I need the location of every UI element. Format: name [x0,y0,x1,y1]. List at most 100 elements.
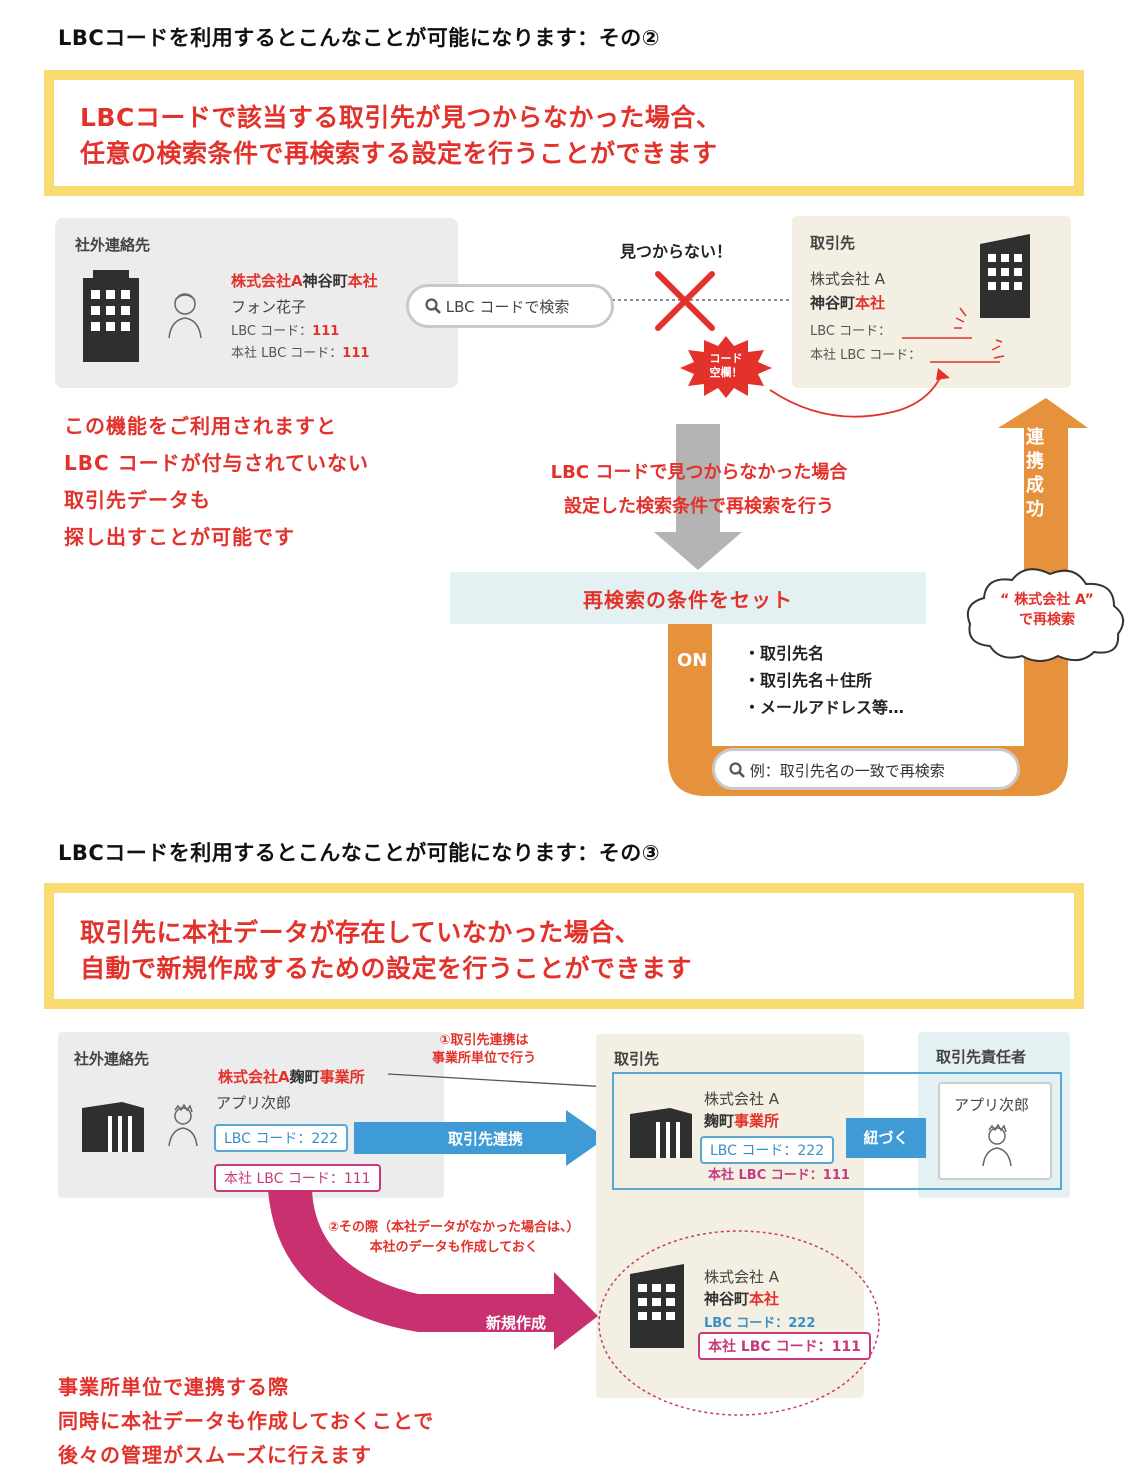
conditions-list: ・取引先名 ・取引先名＋住所 ・メールアドレス等… [744,640,904,721]
success-label: 連携成功 [1026,427,1044,520]
lbc-code-value: 111 [312,324,340,339]
building-icon [83,270,139,362]
company-location: 麹町 [289,1068,320,1086]
right-company-location: 神谷町本社 [810,292,885,313]
center-line: LBC コードで見つからなかった場合 [550,462,848,483]
panel-title: 取引先 [614,1050,660,1068]
search-pill-label: LBC コードで検索 [445,298,570,316]
spark-icon [954,307,1005,359]
note1-line: ①取引先連携は [439,1033,529,1048]
building-icon [82,1102,144,1152]
person-name: フォン花子 [231,298,307,316]
company-name: 株式会社A神谷町本社 [231,270,378,291]
lbc-code-box: LBC コード：222 [214,1124,349,1152]
section2-callout: LBCコードで該当する取引先が見つからなかった場合、 任意の検索条件で再検索する… [44,70,1084,196]
company-hq: 本社 [347,272,378,290]
new-hq-ellipse [598,1230,880,1416]
person-name: アプリ次郎 [216,1094,292,1112]
not-found-label: 見つからない！ [620,242,733,261]
lbc-search-pill: LBC コードで検索 [406,284,614,328]
person-icon [168,1103,198,1147]
new-hq: 本社 [749,1290,780,1308]
new-lbc-code: LBC コード：222 [704,1316,816,1331]
section3-benefit: 事業所単位で連携する際 同時に本社データも作成しておくことで 後々の管理がスムー… [58,1370,434,1472]
search-icon [729,762,745,778]
callout-line: 自動で新規作成するための設定を行うことができます [80,954,693,983]
note2-line: ②その際（本社データがなかった場合は、） [328,1220,580,1235]
link-outline [612,1072,1062,1190]
panel-title: 取引先責任者 [936,1048,1027,1066]
callout-line: LBCコードで該当する取引先が見つからなかった場合、 [80,103,722,132]
person-icon [168,293,202,339]
panel-title: 取引先 [810,234,856,252]
cloud-text: “ 株式会社 A” で再検索 [980,590,1114,630]
center-line: 設定した検索条件で再検索を行う [564,496,834,517]
condition-item: ・取引先名 [744,644,825,663]
cloud-line: で再検索 [1019,612,1075,628]
building-icon [630,1264,684,1348]
hq-lbc-code-value: 111 [342,346,370,361]
note2-line: 本社のデータも作成しておく [369,1240,538,1255]
create-label: 新規作成 [486,1314,547,1332]
section2-benefit: この機能をご利用されますと LBC コードが付与されていない 取引先データも 探… [64,408,369,556]
owner-name: アプリ次郎 [954,1096,1030,1114]
empty-code-lines [902,337,1000,363]
right-company: 株式会社 A [810,270,886,288]
cloud-line: “ 株式会社 A” [1000,592,1094,608]
company-location: 神谷町 [302,272,348,290]
company-prefix: 株式会社A [218,1068,290,1086]
note1: ①取引先連携は 事業所単位で行う [432,1032,536,1068]
code-empty-text: コード 空欄！ [690,352,762,380]
company-prefix: 株式会社A [231,272,303,290]
account-panel: 取引先 株式会社 A 神谷町本社 LBC コード： 本社 LBC コード： [792,216,1071,388]
note1-line: 事業所単位で行う [432,1051,537,1066]
section3-heading: LBCコードを利用するとこんなことが可能になります：その③ [58,841,661,865]
tie-box: 紐づく [846,1118,926,1158]
section3-callout: 取引先に本社データが存在していなかった場合、 自動で新規作成するための設定を行う… [44,883,1084,1009]
panel-title: 社外連絡先 [74,1050,150,1068]
code-empty-line: コード [709,352,743,365]
search-icon [425,298,441,314]
company-office: 事業所 [319,1068,365,1086]
benefit-line: 事業所単位で連携する際 [58,1375,289,1399]
cloud-icon [966,568,1125,662]
panel-title: 社外連絡先 [75,236,151,254]
orange-u-arrow [668,398,1088,796]
benefit-line: この機能をご利用されますと [64,414,337,438]
code-empty-line: 空欄！ [709,366,743,379]
new-company-location: 神谷町本社 [704,1288,779,1309]
person-icon [982,1123,1012,1167]
company-name: 株式会社A麹町事業所 [218,1066,365,1087]
mid-company-location: 麹町事業所 [704,1110,779,1131]
lbc-code-label: LBC コード： [231,324,313,339]
example-pill-label: 例：取引先名の一致で再検索 [749,762,945,780]
reset-conditions-label: 再検索の条件をセット [583,588,793,612]
on-label: ON [677,650,708,671]
condition-item: ・メールアドレス等… [744,698,905,717]
code-empty-burst-icon [680,336,772,398]
building-icon [630,1108,692,1158]
benefit-line: 後々の管理がスムーズに行えます [58,1443,372,1467]
hq-lbc-code: 本社 LBC コード：111 [231,342,369,361]
callout-line: 任意の検索条件で再検索する設定を行うことができます [80,139,718,168]
new-location: 神谷町 [704,1290,750,1308]
mid-location: 麹町 [704,1112,735,1130]
right-hq-lbc-label: 本社 LBC コード： [810,348,922,363]
new-company: 株式会社 A [704,1268,780,1286]
hq-lbc-code-box: 本社 LBC コード：111 [214,1164,381,1192]
mid-company: 株式会社 A [704,1090,780,1108]
hq-lbc-code-label: 本社 LBC コード： [231,346,343,361]
right-hq: 本社 [855,294,886,312]
benefit-line: 取引先データも [64,488,211,512]
cross-icon [655,271,715,331]
center-text: LBC コードで見つからなかった場合 設定した検索条件で再検索を行う [526,456,872,524]
external-contact-panel: 社外連絡先 株式会社A麹町事業所 アプリ次郎 LBC コード：222 本社 LB… [58,1032,444,1198]
tie-label: 紐づく [863,1129,909,1147]
mid-office: 事業所 [734,1112,780,1130]
example-search-pill: 例：取引先名の一致で再検索 [712,748,1020,790]
gray-down-arrow [654,424,742,570]
right-lbc-label: LBC コード： [810,324,892,339]
blue-link-arrow [354,1110,606,1166]
right-location: 神谷町 [810,294,856,312]
mid-hq-lbc-code: 本社 LBC コード：111 [708,1168,850,1183]
